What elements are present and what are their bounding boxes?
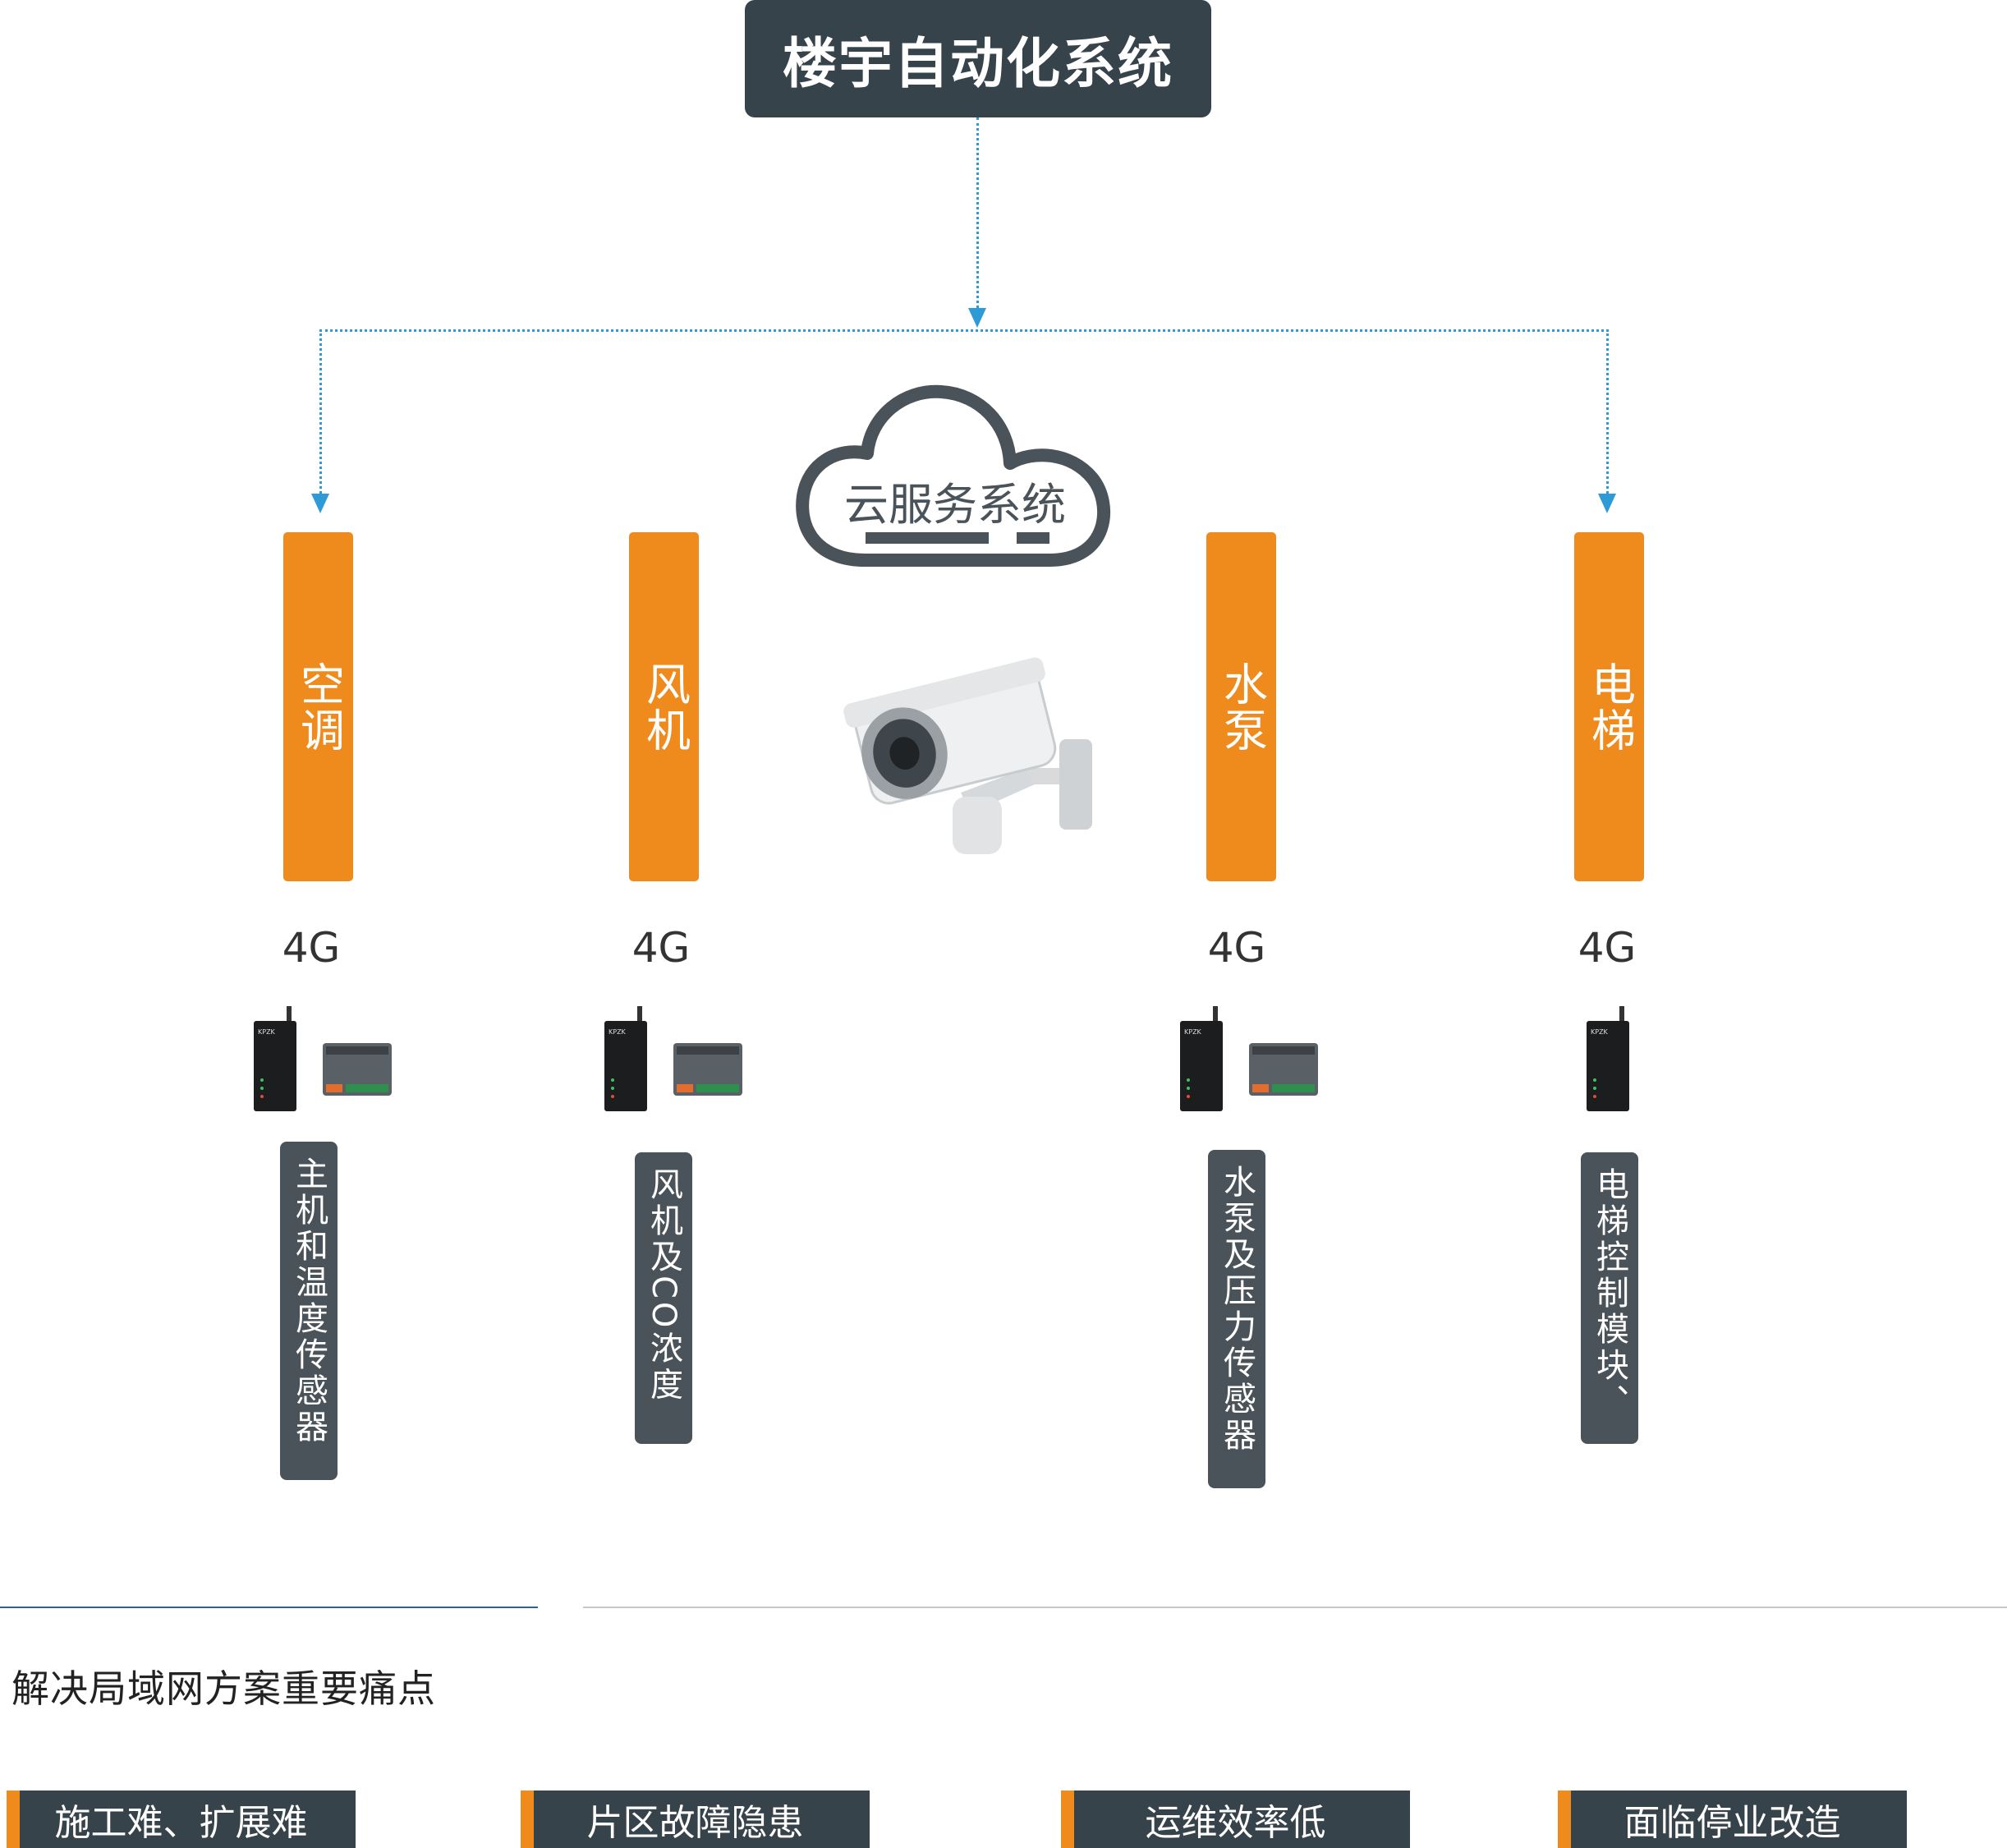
- diagram-title: 楼宇自动化系统: [783, 31, 1173, 95]
- device-label-pill: 主机和温度传感器: [280, 1142, 338, 1480]
- router-brand: KPZK: [609, 1028, 627, 1036]
- subsystem-label: 风机: [638, 660, 691, 753]
- device-label: 电梯控制模块、: [1591, 1167, 1628, 1420]
- network-label: 4G: [1207, 924, 1266, 972]
- device-label-pill: 风机及CO浓度: [635, 1152, 692, 1444]
- network-label: 4G: [1578, 924, 1637, 972]
- arrow-main: [968, 308, 986, 328]
- io-module-icon: [323, 1043, 392, 1096]
- device-label-pill: 电梯控制模块、: [1581, 1152, 1638, 1444]
- pain-point-label: 面临停业改造: [1624, 1802, 1841, 1844]
- subsystem-label: 空调: [292, 660, 345, 753]
- subsystem-bar-elevator: 电梯: [1574, 532, 1644, 881]
- cloud-icon: 云服务系统: [787, 371, 1123, 572]
- connector-right-drop: [1606, 329, 1609, 494]
- rule-grey: [583, 1607, 2007, 1608]
- subsystem-bar-fan: 风机: [629, 532, 699, 881]
- title-box: 楼宇自动化系统: [745, 0, 1211, 117]
- tag-accent: [1061, 1791, 1074, 1848]
- subsystem-bar-ac: 空调: [283, 532, 353, 881]
- arrow-left: [311, 494, 329, 513]
- pain-point-tag: 运维效率低: [1061, 1791, 1410, 1848]
- pain-point-label: 片区故障隐患: [586, 1802, 804, 1844]
- device-label-pill: 水泵及压力传感器: [1208, 1150, 1265, 1488]
- pain-point-label: 施工难、扩展难: [54, 1802, 308, 1844]
- network-label: 4G: [631, 924, 691, 972]
- subsystem-bar-pump: 水泵: [1206, 532, 1276, 881]
- pain-point-label: 运维效率低: [1145, 1802, 1326, 1844]
- subsystem-label: 电梯: [1583, 660, 1636, 753]
- router-brand: KPZK: [258, 1028, 276, 1036]
- connector-vertical-main: [976, 117, 979, 308]
- arrow-right: [1598, 494, 1616, 513]
- cloud-label: 云服务系统: [844, 479, 1066, 531]
- subsystem-label: 水泵: [1215, 660, 1268, 753]
- device-label: 风机及CO浓度: [645, 1167, 682, 1404]
- rule-accent: [0, 1607, 538, 1608]
- connector-horizontal: [319, 329, 1609, 332]
- device-label: 主机和温度传感器: [290, 1156, 328, 1446]
- pain-point-tag: 片区故障隐患: [521, 1791, 870, 1848]
- io-module-icon: [673, 1043, 742, 1096]
- io-module-icon: [1249, 1043, 1318, 1096]
- 4g-router-icon: KPZK: [1583, 1006, 1633, 1113]
- security-camera-icon: [829, 653, 1100, 867]
- 4g-router-icon: KPZK: [601, 1006, 650, 1113]
- section-heading: 解决局域网方案重要痛点: [11, 1666, 436, 1711]
- connector-left-drop: [319, 329, 322, 494]
- 4g-router-icon: KPZK: [1177, 1006, 1226, 1113]
- tag-accent: [7, 1791, 20, 1848]
- device-label: 水泵及压力传感器: [1218, 1165, 1256, 1454]
- router-brand: KPZK: [1184, 1028, 1202, 1036]
- 4g-router-icon: KPZK: [250, 1006, 300, 1113]
- pain-point-tag: 施工难、扩展难: [7, 1791, 356, 1848]
- tag-accent: [521, 1791, 534, 1848]
- pain-point-tag: 面临停业改造: [1558, 1791, 1907, 1848]
- router-brand: KPZK: [1591, 1028, 1609, 1036]
- network-label: 4G: [282, 924, 341, 972]
- tag-accent: [1558, 1791, 1571, 1848]
